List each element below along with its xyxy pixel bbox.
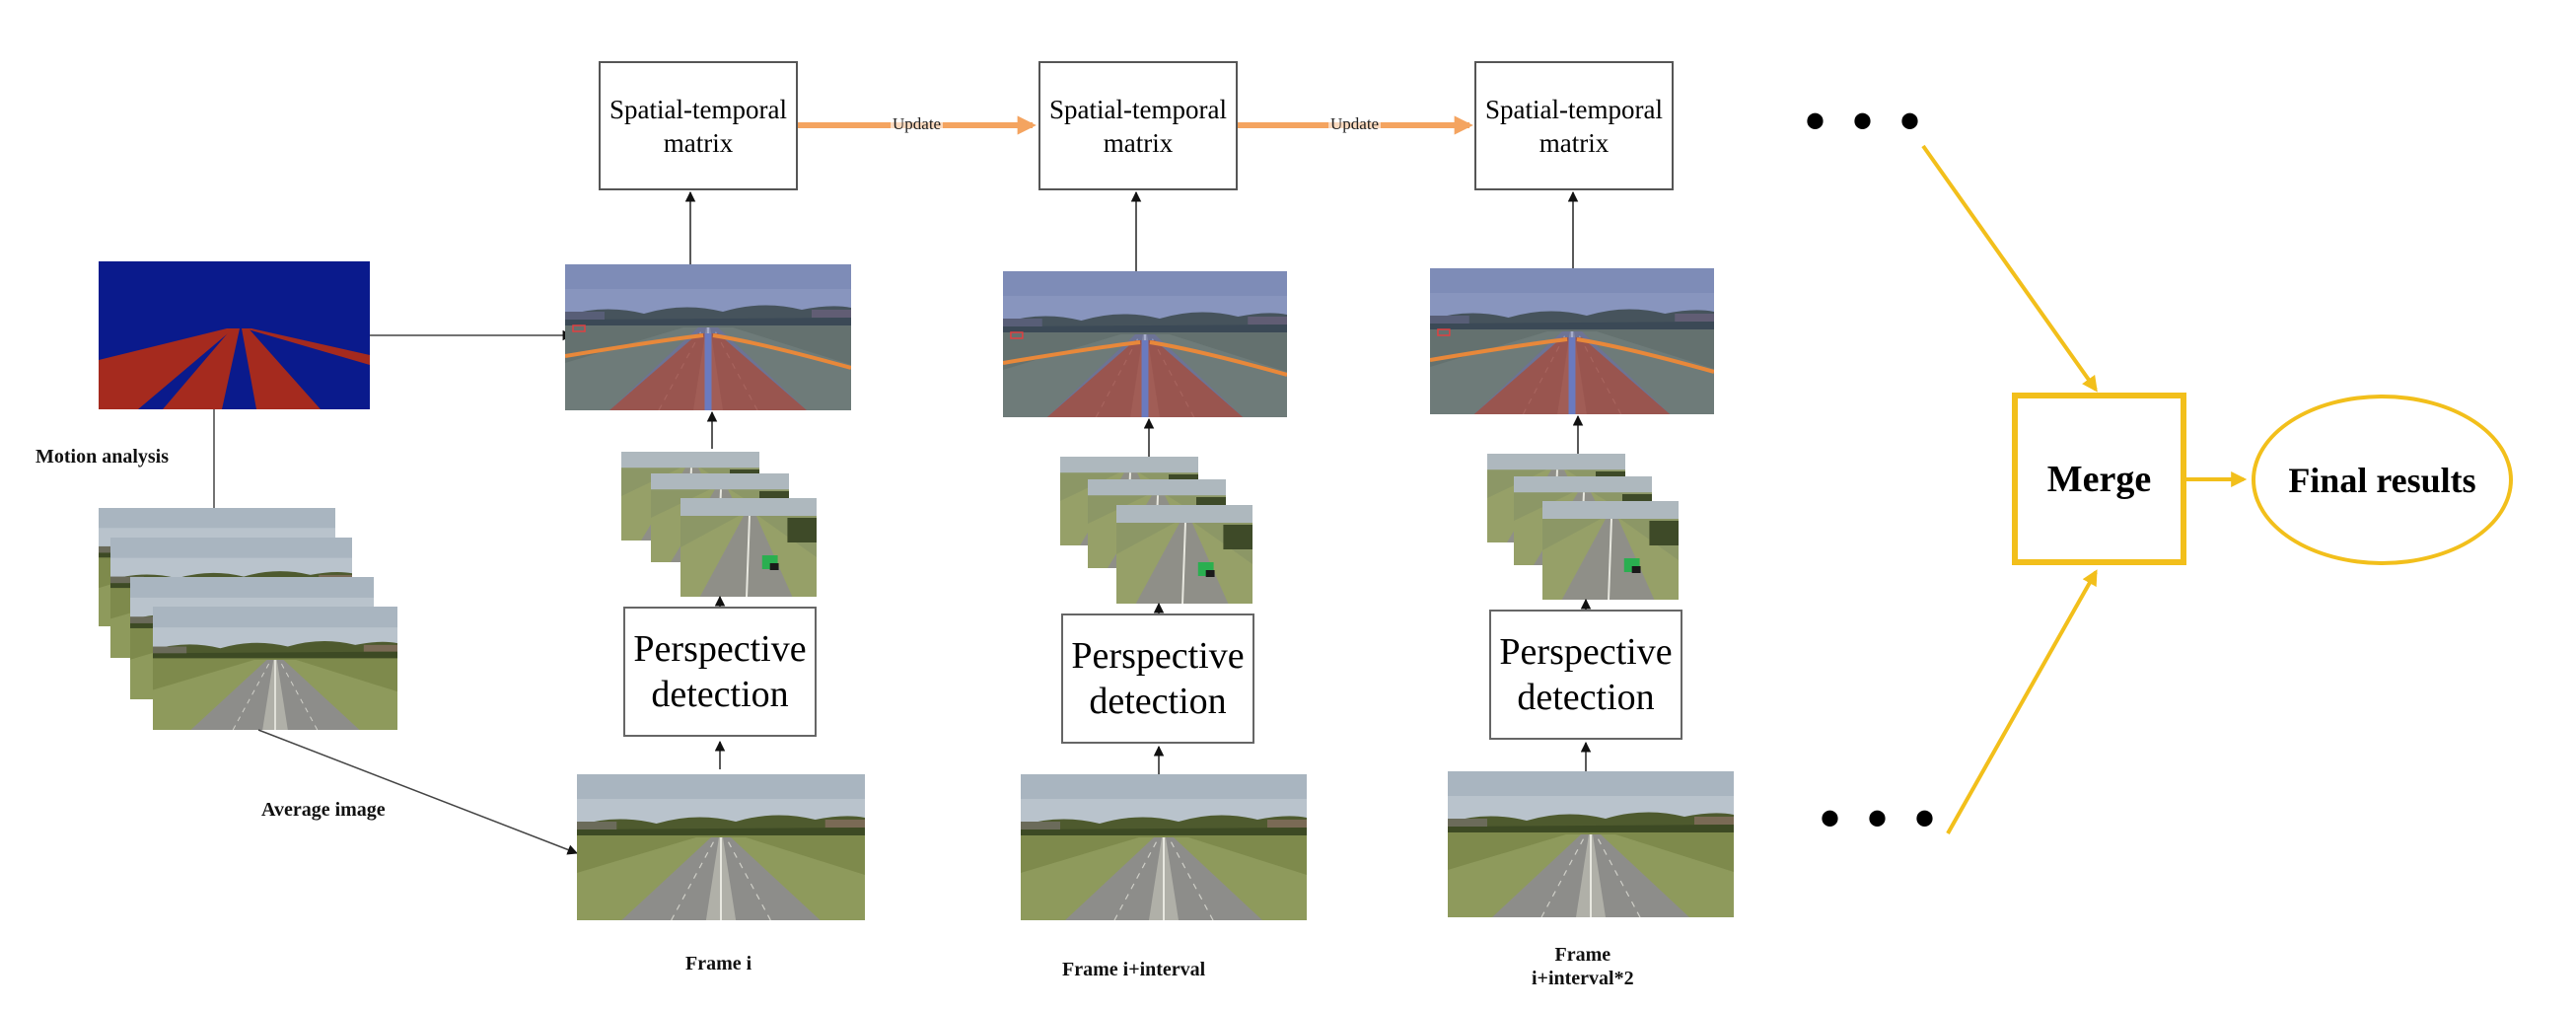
avg-stack-frame-4 [153, 607, 397, 730]
stack-frames-2 [1116, 505, 1252, 604]
average-image-label: Average image [261, 799, 386, 821]
update-label-1: Update [891, 114, 944, 134]
frame-i-label: Frame i [685, 953, 752, 974]
frame-i-image [577, 774, 865, 920]
final-results-ellipse: Final results [2252, 395, 2513, 565]
stack-frames-3 [1542, 501, 1679, 600]
merge-box: Merge [2012, 393, 2186, 565]
update-label-2: Update [1328, 114, 1382, 134]
motion-mask-image [99, 261, 370, 409]
avg-to-frame-arrow [257, 729, 578, 855]
stack-frames-1 [680, 498, 817, 597]
motion-analysis-label: Motion analysis [36, 446, 170, 468]
frame-i-interval-label: Frame i+interval [1062, 959, 1206, 980]
overlay-image-1 [565, 264, 851, 410]
overlay-image-3 [1430, 268, 1714, 414]
merge-arrow-bottom [1946, 569, 2098, 834]
frame-i-interval-image [1021, 774, 1307, 920]
overlay-image-2 [1003, 271, 1287, 417]
merge-arrow-top [1921, 144, 2098, 393]
ellipsis-top: • • • [1805, 89, 1927, 154]
frame-i-interval2-image [1448, 771, 1734, 917]
ellipsis-bottom: • • • [1820, 786, 1942, 851]
frame-i-interval2-label: Frame i+interval*2 [1532, 944, 1634, 989]
